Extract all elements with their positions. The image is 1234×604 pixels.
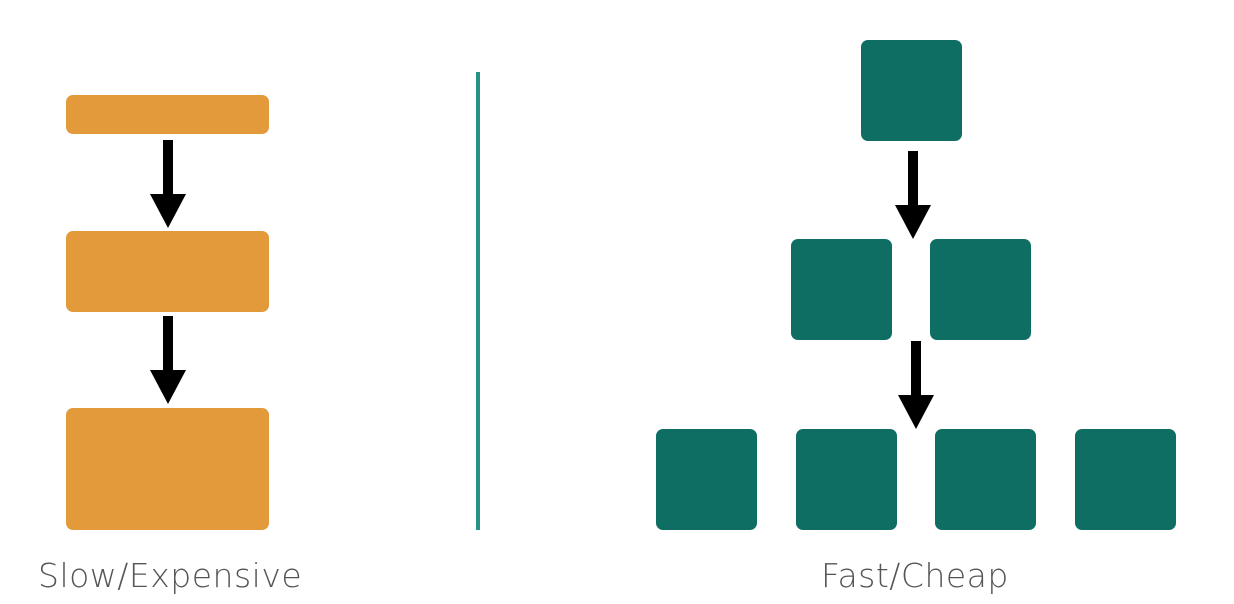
down-arrow-icon [150,316,186,404]
down-arrow-icon [898,341,934,429]
right-caption: Fast/Cheap [821,556,1009,595]
left-caption: Slow/Expensive [38,556,303,595]
horizontal-node-block [656,429,757,530]
down-arrow-icon [150,140,186,228]
horizontal-node-block [1075,429,1176,530]
horizontal-node-block [791,239,892,340]
horizontal-node-block [861,40,962,141]
vertical-stage-medium-block [66,231,269,312]
vertical-stage-large-block [66,408,269,530]
divider-line [476,72,480,530]
horizontal-node-block [796,429,897,530]
horizontal-node-block [930,239,1031,340]
horizontal-node-block [935,429,1036,530]
down-arrow-icon [895,151,931,239]
vertical-stage-small-block [66,95,269,134]
